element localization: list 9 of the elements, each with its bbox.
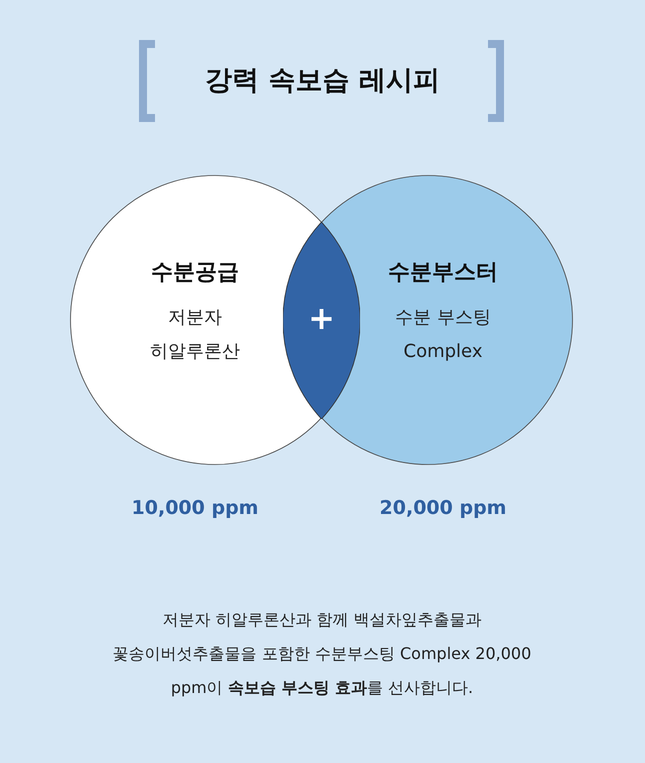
caption-text: 저분자 히알루론산과 함께 백설차잎추출물과 꽃송이버섯추출물을 포함한 수분부스팅 Complex 20,000 ppm이 속보습 부스팅 효과를 선사합니다.	[112, 609, 532, 699]
value-label: 20,000 ppm	[378, 497, 508, 519]
circle-text: 저분자 히알루론산	[149, 306, 241, 364]
plus-sign: +	[307, 298, 336, 336]
circle-heading: 수분부스터	[387, 259, 499, 287]
value-label: 10,000 ppm	[130, 497, 260, 519]
circle-heading: 수분공급	[150, 259, 240, 287]
circle-text: 수분 부스팅 Complex	[394, 306, 492, 364]
title-text: 강력 속보습 레시피	[205, 65, 440, 96]
